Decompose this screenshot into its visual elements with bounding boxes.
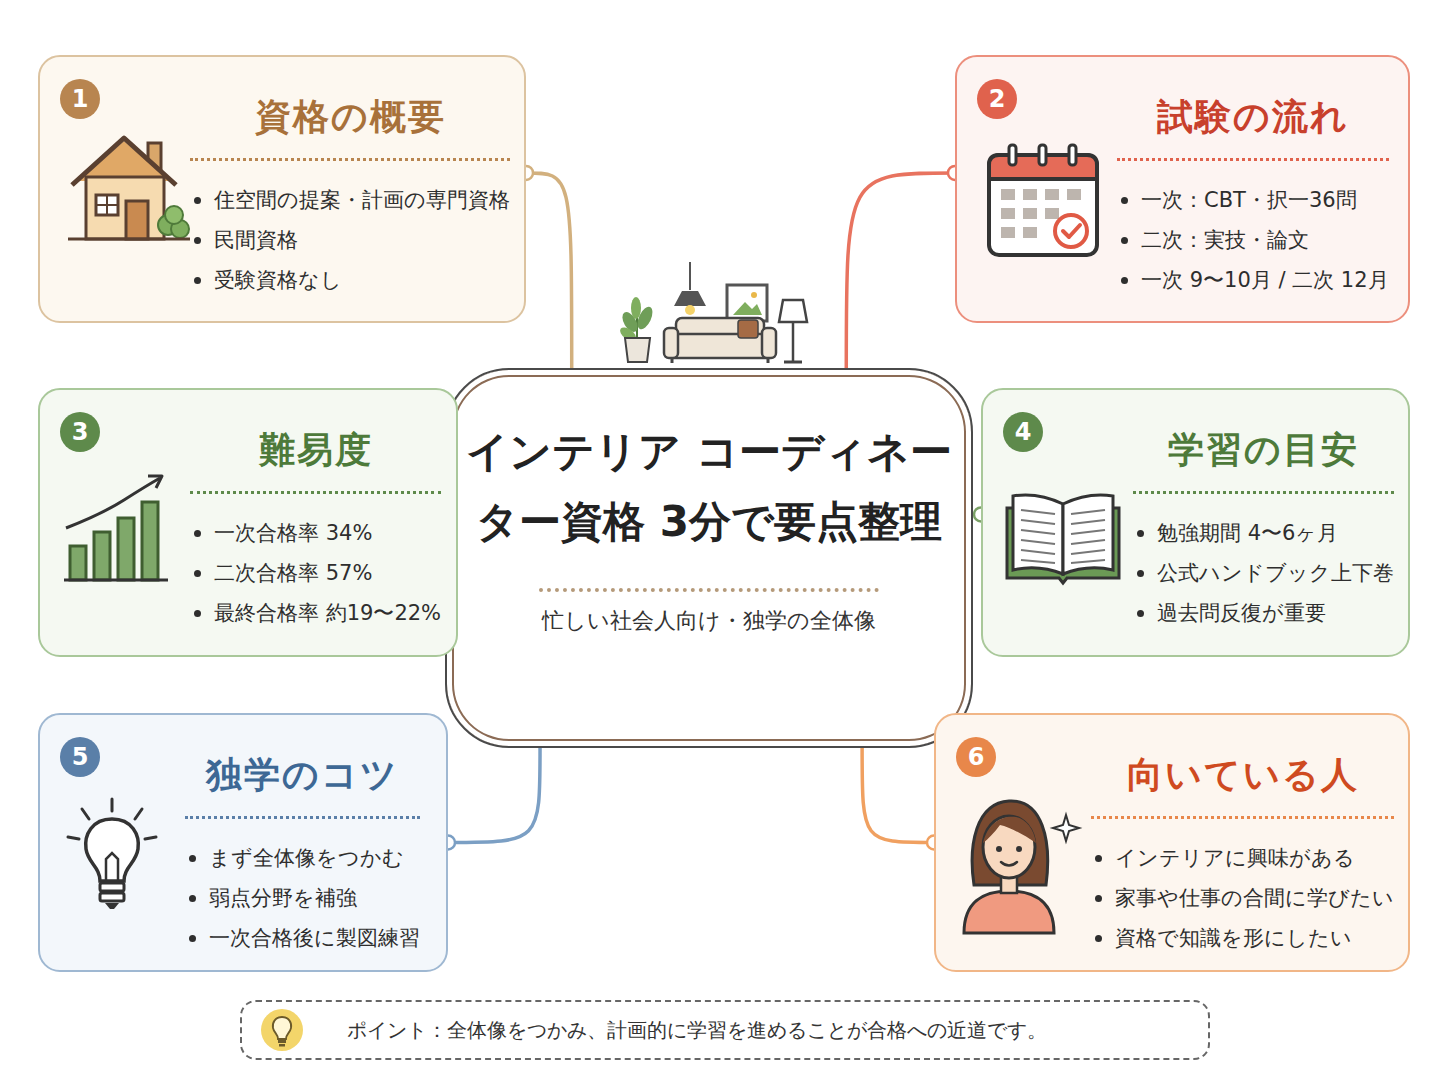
callout-number: 3 (72, 418, 89, 446)
bullet-item: 二次合格率 57% (190, 553, 441, 593)
bullet-item: 公式ハンドブック上下巻 (1133, 553, 1394, 593)
bullet-item: 一次合格率 34% (190, 513, 441, 553)
bullet-item: 過去問反復が重要 (1133, 593, 1394, 633)
topic-box: 資格の概要住空間の提案・計画の専門資格民間資格受験資格なし 1 (38, 55, 526, 323)
callout-number: 1 (72, 85, 89, 113)
bullet-item: 二次：実技・論文 (1117, 220, 1389, 260)
dotted-rule (1091, 816, 1394, 819)
dotted-rule (190, 158, 510, 161)
bullet-item: 一次 9〜10月 / 二次 12月 (1117, 260, 1389, 300)
bullet-item: 勉強期間 4〜6ヶ月 (1133, 513, 1394, 553)
topic-box: 独学のコツまず全体像をつかむ弱点分野を補強一次合格後に製図練習 5 (38, 713, 448, 972)
bullet-item: 住空間の提案・計画の専門資格 (190, 180, 510, 220)
topic-heading: 資格の概要 (190, 95, 510, 139)
dotted-rule (185, 816, 420, 819)
bullet-item: 一次：CBT・択一36問 (1117, 180, 1389, 220)
number-badge: 5 (60, 737, 100, 777)
topic-content: 独学のコツまず全体像をつかむ弱点分野を補強一次合格後に製図練習 (185, 753, 420, 958)
bullet-item: 資格で知識を形にしたい (1091, 918, 1394, 958)
diagram-title: インテリア コーディネーター資格 3分で要点整理 (447, 417, 971, 557)
bullet-item: 家事や仕事の合間に学びたい (1091, 878, 1394, 918)
bullet-item: 弱点分野を補強 (185, 878, 420, 918)
central-title-box: インテリア コーディネーター資格 3分で要点整理忙しい社会人向け・独学の全体像 (445, 368, 973, 748)
topic-content: 試験の流れ一次：CBT・択一36問二次：実技・論文一次 9〜10月 / 二次 1… (1117, 95, 1389, 300)
number-badge: 3 (60, 412, 100, 452)
bullet-list: 一次合格率 34%二次合格率 57%最終合格率 約19〜22% (190, 513, 441, 633)
bar-chart-icon (62, 470, 172, 585)
bullet-item: 受験資格なし (190, 260, 510, 300)
topic-heading: 独学のコツ (185, 753, 420, 797)
bullet-item: 一次合格後に製図練習 (185, 918, 420, 958)
note-text: ポイント：全体像をつかみ、計画的に学習を進めることが合格への近道です。 (347, 1017, 1047, 1044)
light-bulb-icon (62, 795, 162, 915)
dotted-rule (1117, 158, 1389, 161)
callout-number: 2 (989, 85, 1006, 113)
point-note-box: ポイント：全体像をつかみ、計画的に学習を進めることが合格への近道です。 (240, 1000, 1210, 1060)
topic-heading: 難易度 (190, 428, 441, 472)
topic-content: 向いている人インテリアに興味がある家事や仕事の合間に学びたい資格で知識を形にした… (1091, 753, 1394, 958)
number-badge: 1 (60, 79, 100, 119)
number-badge: 6 (956, 737, 996, 777)
topic-heading: 学習の目安 (1133, 428, 1394, 472)
callout-number: 5 (72, 743, 89, 771)
bullet-item: 民間資格 (190, 220, 510, 260)
connector-line (526, 173, 572, 368)
topic-content: 難易度一次合格率 34%二次合格率 57%最終合格率 約19〜22% (190, 428, 441, 633)
dotted-rule (1133, 491, 1394, 494)
topic-box: 試験の流れ一次：CBT・択一36問二次：実技・論文一次 9〜10月 / 二次 1… (955, 55, 1410, 323)
topic-content: 学習の目安勉強期間 4〜6ヶ月公式ハンドブック上下巻過去問反復が重要 (1133, 428, 1394, 633)
bullet-list: 一次：CBT・択一36問二次：実技・論文一次 9〜10月 / 二次 12月 (1117, 180, 1389, 300)
bullet-item: 最終合格率 約19〜22% (190, 593, 441, 633)
dotted-divider (539, 588, 879, 592)
open-book-icon (1003, 486, 1123, 586)
topic-box: 難易度一次合格率 34%二次合格率 57%最終合格率 約19〜22% 3 (38, 388, 458, 657)
number-badge: 4 (1003, 412, 1043, 452)
number-badge: 2 (977, 79, 1017, 119)
woman-icon (954, 785, 1084, 935)
topic-heading: 試験の流れ (1117, 95, 1389, 139)
topic-heading: 向いている人 (1091, 753, 1394, 797)
bullet-list: インテリアに興味がある家事や仕事の合間に学びたい資格で知識を形にしたい (1091, 838, 1394, 958)
calendar-icon (983, 141, 1103, 261)
bullet-list: 勉強期間 4〜6ヶ月公式ハンドブック上下巻過去問反復が重要 (1133, 513, 1394, 633)
bullet-item: インテリアに興味がある (1091, 838, 1394, 878)
connector-line (846, 173, 955, 368)
bullet-list: まず全体像をつかむ弱点分野を補強一次合格後に製図練習 (185, 838, 420, 958)
dotted-rule (190, 491, 441, 494)
topic-content: 資格の概要住空間の提案・計画の専門資格民間資格受験資格なし (190, 95, 510, 300)
house-icon (64, 129, 194, 249)
bullet-item: まず全体像をつかむ (185, 838, 420, 878)
connector-line (862, 748, 934, 843)
connector-line (448, 748, 540, 843)
subtitle: 忙しい社会人向け・独学の全体像 (542, 606, 876, 636)
callout-number: 4 (1015, 418, 1032, 446)
bullet-list: 住空間の提案・計画の専門資格民間資格受験資格なし (190, 180, 510, 300)
topic-box: 学習の目安勉強期間 4〜6ヶ月公式ハンドブック上下巻過去問反復が重要 4 (981, 388, 1410, 657)
callout-number: 6 (968, 743, 985, 771)
point-bulb-icon (260, 1008, 304, 1052)
topic-box: 向いている人インテリアに興味がある家事や仕事の合間に学びたい資格で知識を形にした… (934, 713, 1410, 972)
